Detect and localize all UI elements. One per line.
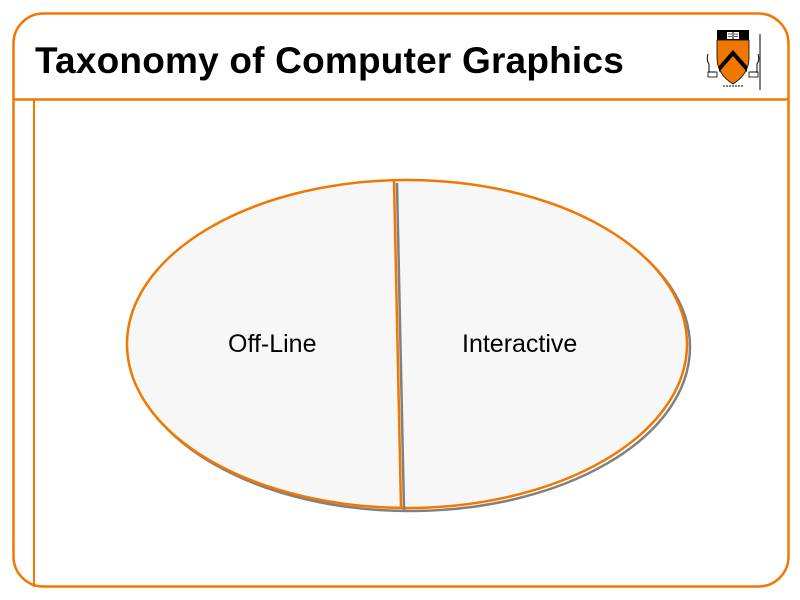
princeton-shield-icon (706, 30, 761, 90)
page-title: Taxonomy of Computer Graphics (35, 40, 624, 81)
divider-shadow (395, 182, 406, 511)
region-label-offline: Off-Line (228, 330, 317, 358)
taxonomy-ellipse (125, 178, 689, 510)
region-label-interactive: Interactive (462, 330, 578, 358)
ellipse-divider (392, 179, 403, 509)
outer-border (12, 12, 790, 588)
